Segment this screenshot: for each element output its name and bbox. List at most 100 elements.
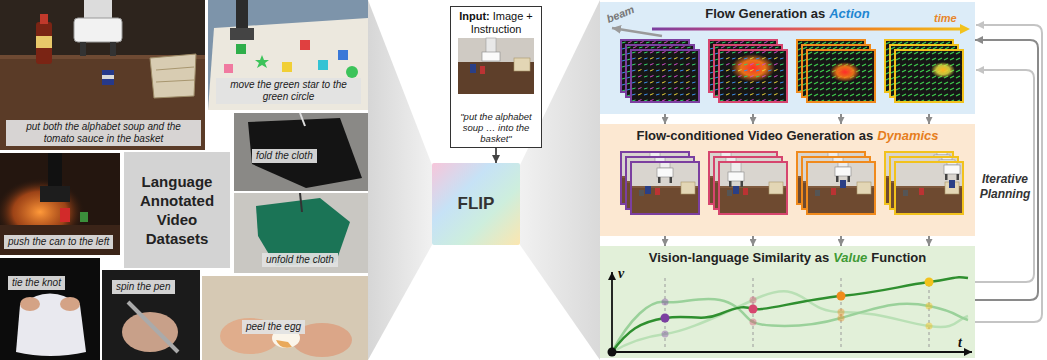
photo-collage [248,118,362,188]
value-plot [608,348,617,357]
value-plot [925,278,934,287]
photo-collage [208,18,368,110]
video-tile: put both the alphabet soup and the tomat… [0,0,205,150]
loop-label: Iterative Planning [978,172,1032,202]
planning-arrow [975,70,1034,282]
dynamics-band: Flow-conditioned Video Generation asDyna… [600,124,975,236]
video-tile: fold the cloth [234,113,368,191]
photo-collage [102,70,114,85]
photo-collage [0,258,100,360]
input-heading: Input:Image + Instruction [454,10,538,36]
photo-collage [36,22,52,64]
photo-collage [256,198,350,266]
video-caption: move the green star to the green circle [216,78,361,104]
axis-label: time [934,12,957,24]
value-plot [838,309,845,316]
band-background [600,2,975,358]
input-thumbnail [480,66,485,74]
flow-frames [807,50,875,102]
value-plot [662,299,669,306]
video-caption: peel the egg [242,320,305,334]
photo-collage [80,42,86,56]
flow-frames [895,50,963,102]
video-tile: spin the pen [102,270,200,360]
value-plot [661,314,670,323]
video-tile: move the green star to the green circle [208,0,368,110]
value-plot [926,303,933,310]
band-title-text: Flow-conditioned Video Generation as [636,128,873,143]
photo-collage [282,62,292,72]
video-frames [807,162,875,214]
axis-arrow [612,28,662,36]
photo-collage [40,186,70,202]
value-plot [612,291,968,352]
stage-arrow [928,114,930,124]
value-plot [753,278,754,350]
axis-label: time [934,8,957,26]
planning-arrow [975,25,1042,322]
photo-collage [230,28,254,40]
planning-arrow [975,25,1042,322]
photo-collage [236,0,248,30]
photo-collage [300,40,310,50]
funnel [368,0,600,360]
connector [975,40,1038,300]
photo-collage [60,208,70,222]
photo-collage [276,340,292,348]
value-plot [612,299,968,352]
input-thumbnail [458,38,534,94]
photo-collage [300,193,302,212]
photo-collage [48,153,62,188]
funnel [368,0,432,360]
video-caption: push the can to the left [4,235,113,249]
value-plot [750,297,757,304]
band-background [600,124,975,236]
photo-collage [202,276,368,360]
video-frames [621,115,963,214]
value-plot [662,331,669,338]
photo-collage [346,66,358,78]
value-plot [612,351,972,353]
stage-arrow [752,114,754,124]
photo-collage [128,302,178,352]
photo-collage [236,44,246,54]
axis-arrow [960,24,970,34]
axis-label: v [618,266,624,282]
video-frames [719,162,787,214]
photo-collage [0,0,205,150]
photo-collage [74,18,122,42]
photo-collage [84,0,112,20]
video-caption: fold the cloth [252,149,317,163]
instruction-text: "put the alphabet soup … into the basket… [454,111,538,144]
connector [495,148,497,163]
video-caption: put both the alphabet soup and the tomat… [6,120,201,146]
video-tile: unfold the cloth [234,193,368,273]
photo-collage [60,297,80,311]
photo-collage [0,55,205,150]
value-plot [749,305,758,314]
band-title-text: Function [871,250,926,265]
band-background [600,2,975,114]
axis-label: v [618,264,624,282]
video-tile: push the can to the left [0,153,120,255]
flow-frames [719,50,787,102]
flow-frames [895,50,963,102]
value-plot [612,277,968,352]
band-title-text: Value [833,250,867,265]
stage-arrow [752,236,754,246]
video-tile: peel the egg [202,276,368,360]
band-title: Flow-conditioned Video Generation asDyna… [600,124,975,144]
model-box: FLIP [432,163,520,245]
photo-collage [80,212,88,222]
photo-collage [0,0,368,360]
photo-collage [150,54,196,98]
value-plot [926,323,933,330]
photo-collage [338,50,348,60]
photo-collage [36,36,52,48]
dataset-box: Language Annotated Video Datasets [122,150,232,270]
band-title-text: Flow Generation as [705,6,825,21]
axis-label: t [958,333,962,351]
input-thumbnail [514,58,530,71]
flow-frames [807,50,875,102]
